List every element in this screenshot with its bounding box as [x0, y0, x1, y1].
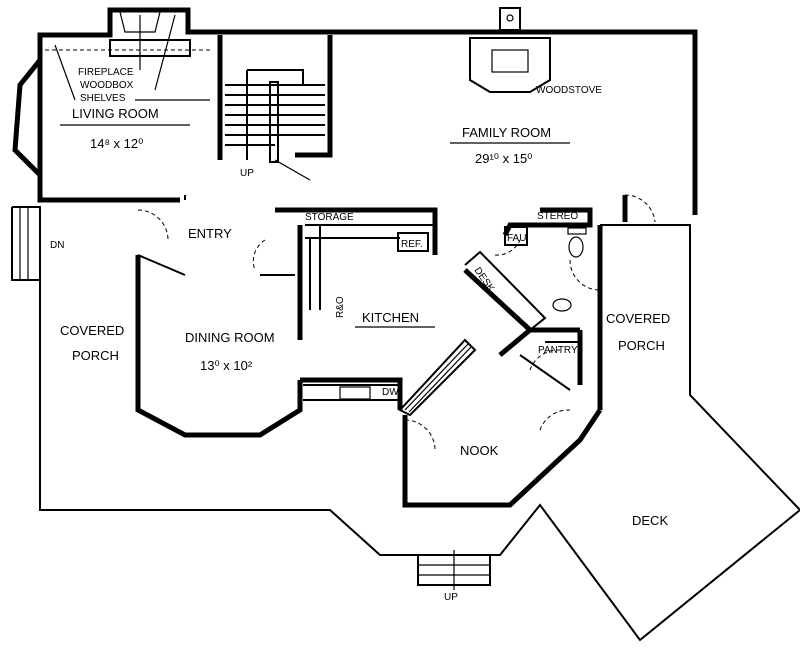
storage-label: STORAGE: [305, 212, 354, 223]
deck-label: DECK: [632, 513, 668, 528]
covered-porch-west-line2: PORCH: [72, 348, 119, 363]
entry-label: ENTRY: [188, 226, 232, 241]
woodstove: [469, 7, 551, 93]
kitchen-counters: [303, 224, 477, 417]
woodbox-label: WOODBOX: [80, 80, 134, 91]
exterior-walls: [12, 7, 698, 508]
woodstove-label: WOODSTOVE: [536, 85, 602, 96]
covered-porch-west-line1: COVERED: [60, 323, 124, 338]
nook-label: NOOK: [460, 443, 499, 458]
door-swings: [137, 194, 656, 451]
range-oven-label: R&O: [335, 296, 346, 318]
kitchen-label: KITCHEN: [362, 310, 419, 325]
living-room-size: 14⁸ x 12⁰: [90, 136, 143, 151]
fireplace-label: FIREPLACE: [78, 67, 134, 78]
utility-details: [464, 226, 587, 391]
fireplace: [45, 11, 210, 101]
covered-porch-east-line1: COVERED: [606, 311, 670, 326]
pantry-label: PANTRY: [538, 345, 578, 356]
ref-label: REF.: [401, 239, 423, 250]
fau-label: FAU: [507, 233, 526, 244]
family-room-size: 29¹⁰ x 15⁰: [475, 151, 532, 166]
stairs-up-label: UP: [240, 168, 254, 179]
living-room-label: LIVING ROOM: [72, 106, 159, 121]
dining-room-size: 13⁰ x 10²: [200, 358, 253, 373]
stereo-label: STEREO: [537, 211, 578, 222]
dining-room-label: DINING ROOM: [185, 330, 275, 345]
stairs-down-label: DN: [50, 240, 64, 251]
dw-label: DW: [382, 387, 399, 398]
deck-stairs-up-label: UP: [444, 592, 458, 603]
main-stairs: [225, 69, 325, 181]
shelves-label: SHELVES: [80, 93, 126, 104]
covered-porch-east-line2: PORCH: [618, 338, 665, 353]
family-room-label: FAMILY ROOM: [462, 125, 551, 140]
deck-outline: [11, 206, 800, 642]
interior-walls: [137, 35, 628, 410]
